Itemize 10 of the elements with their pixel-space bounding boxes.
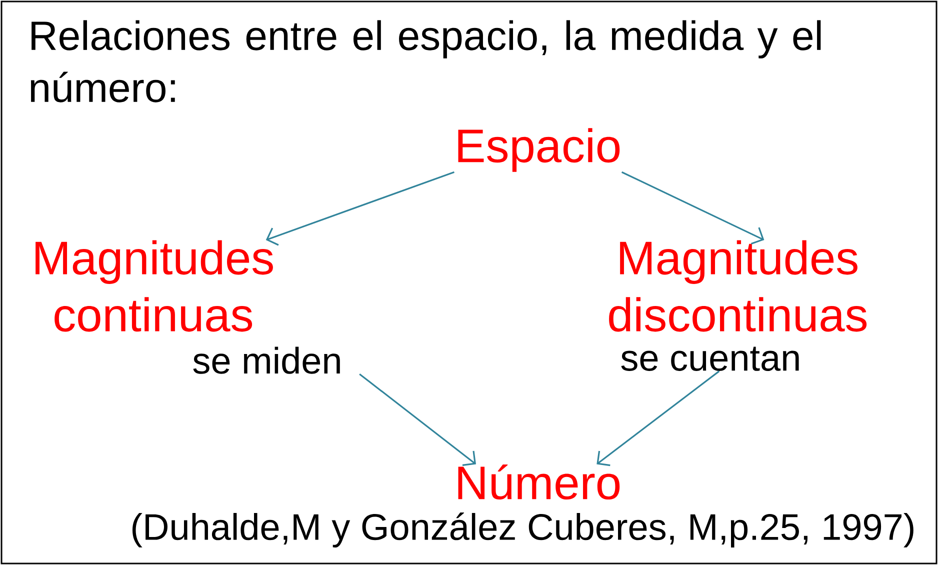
arrow: [266, 171, 454, 246]
title: Relaciones entre el espacio, la medida y el número:: [30, 20, 821, 102]
arrow: [359, 373, 476, 466]
node-label: Magnitudes continuas se miden: [36, 240, 340, 374]
node-label: Espacio: [458, 128, 620, 172]
citation: (Duhalde,M y González Cuberes, M,p.25, 1997): [132, 512, 914, 548]
arrow: [621, 171, 764, 245]
node-label: Magnitudes discontinuas se cuentan: [609, 240, 867, 371]
arrow: [596, 370, 720, 466]
node-label: Número: [458, 464, 620, 500]
